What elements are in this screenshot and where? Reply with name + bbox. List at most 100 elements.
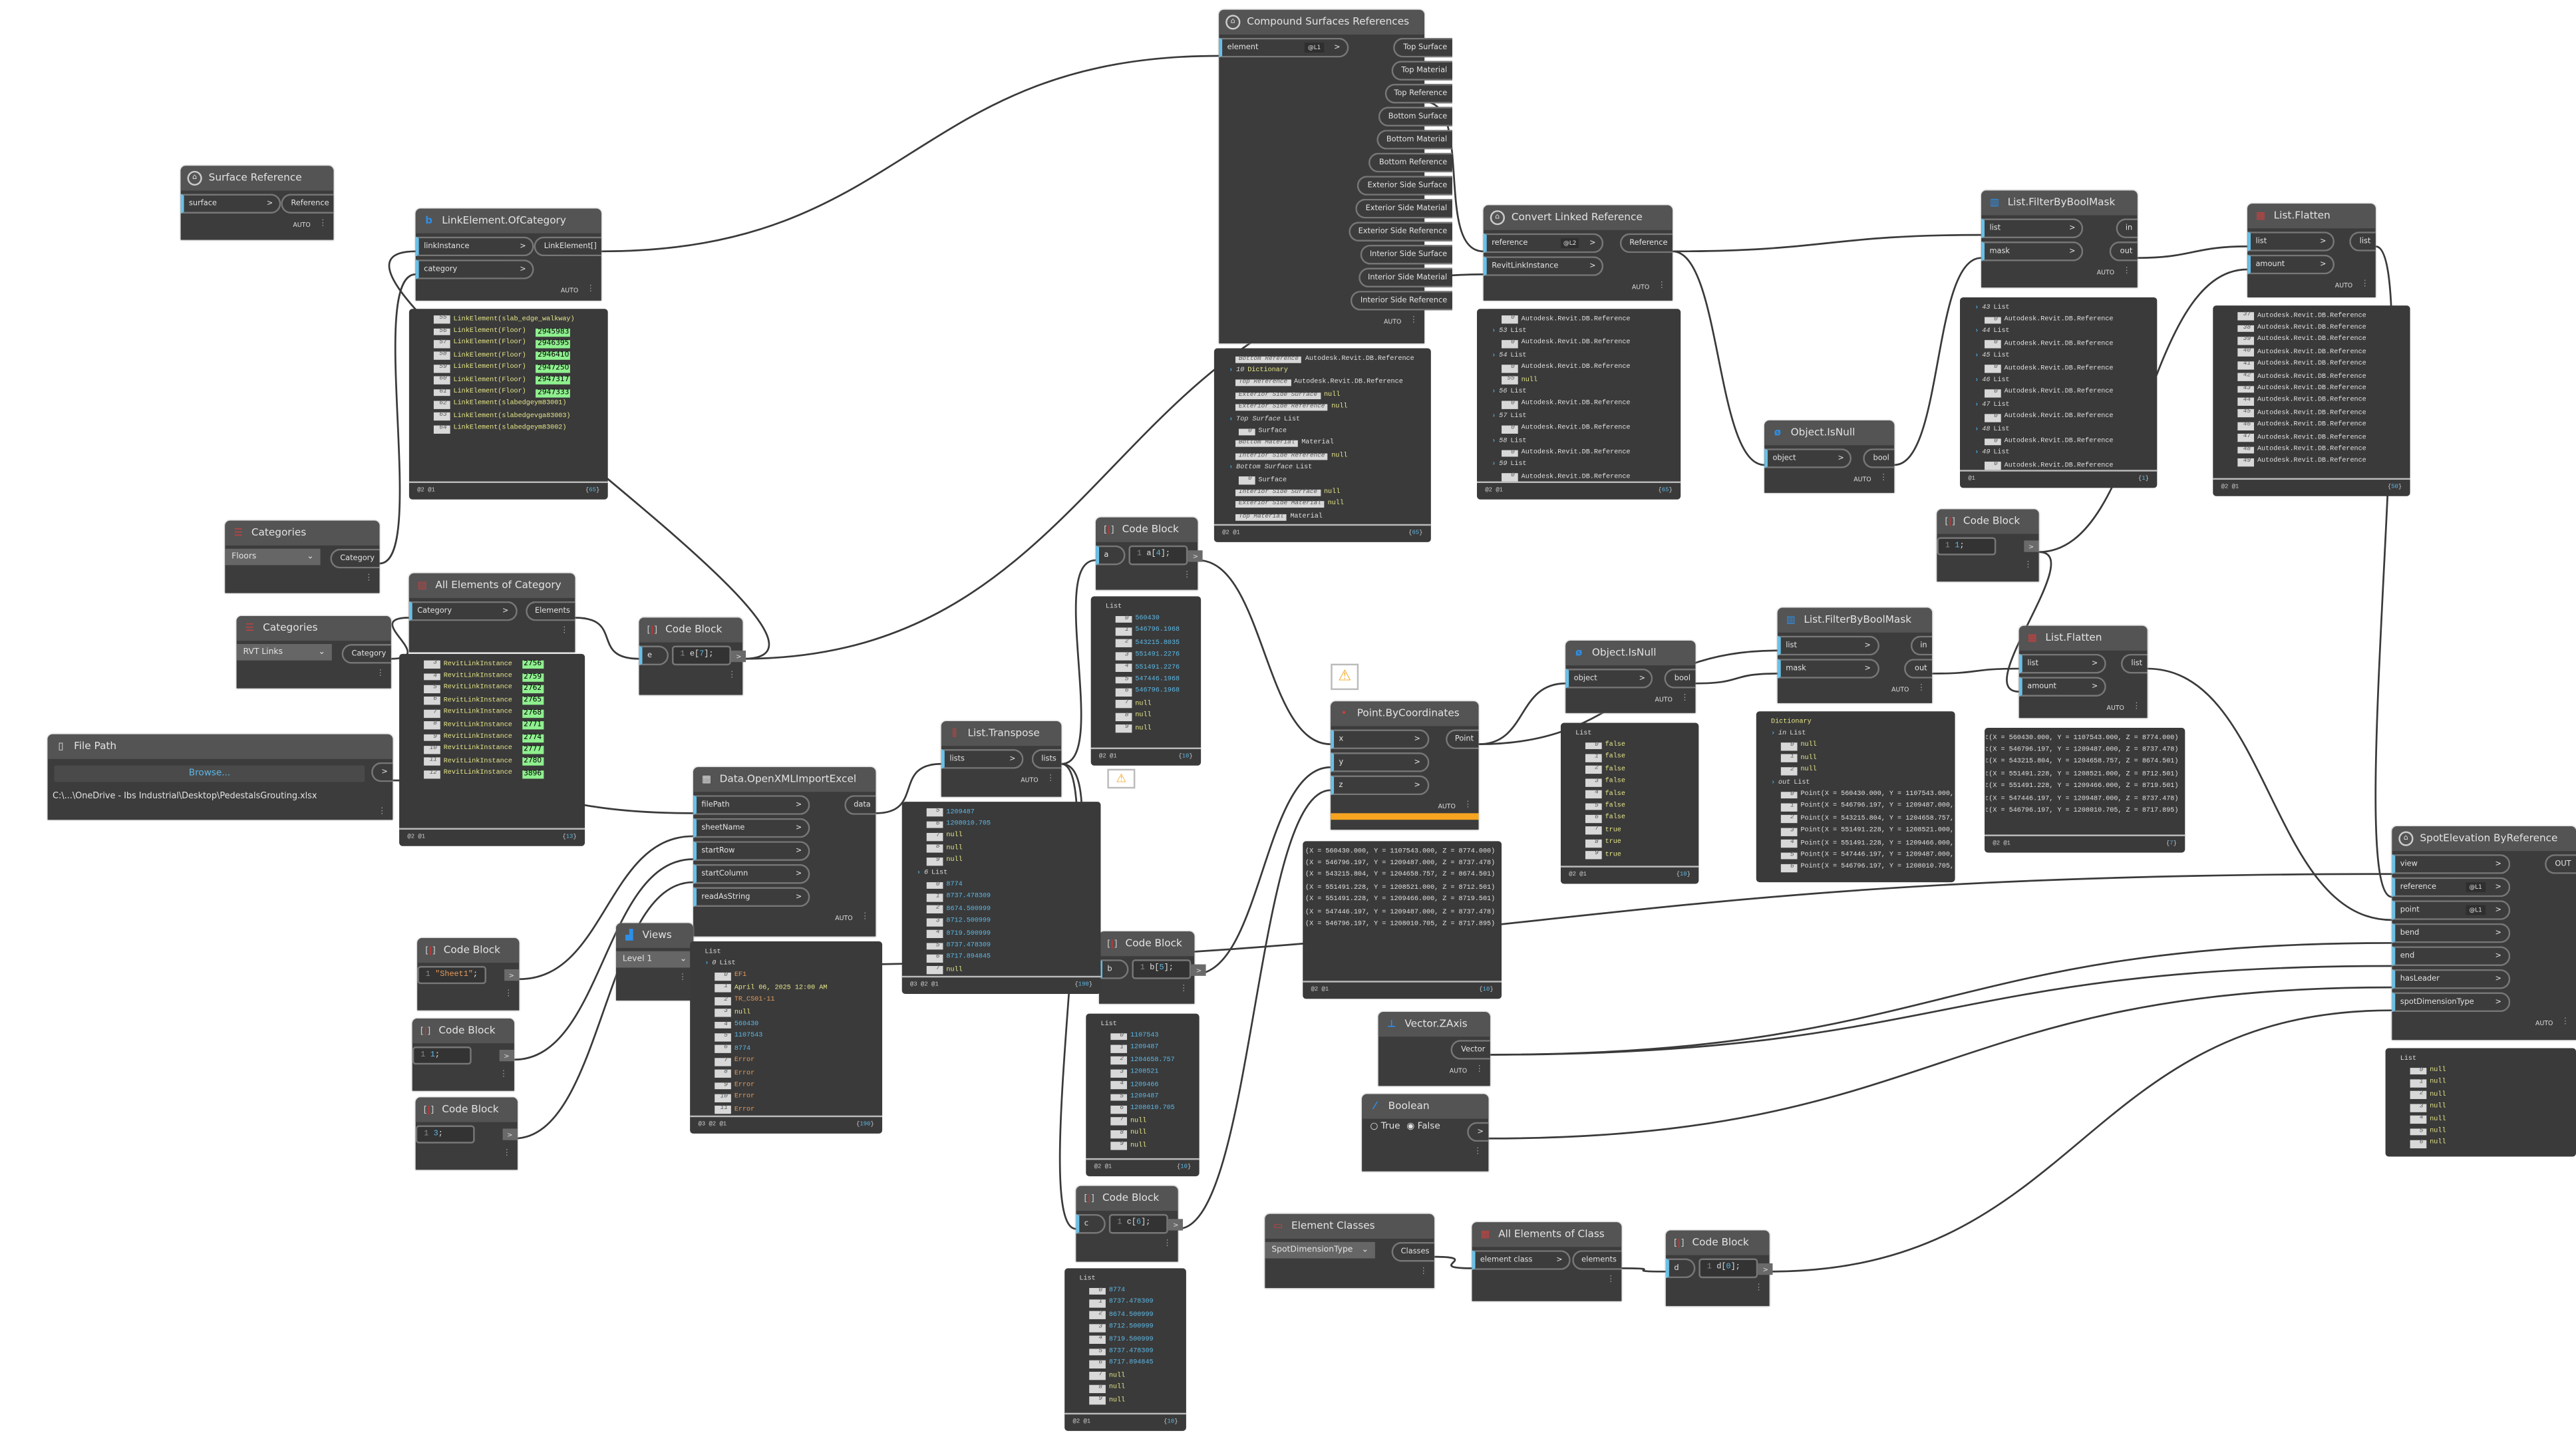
expand-chevron-icon[interactable]: › xyxy=(1229,368,1233,375)
connector-wire[interactable] xyxy=(1058,762,1078,1230)
lacing-level[interactable]: @L1 xyxy=(1304,41,1325,52)
boolean-toggle[interactable]: ○ True◉ False xyxy=(1362,1122,1440,1132)
output-port-bool[interactable]: bool xyxy=(1863,448,1895,468)
expand-chevron-icon[interactable]: › xyxy=(1492,438,1496,445)
node-header[interactable]: ⫼List.Transpose xyxy=(941,721,1062,746)
input-port-y[interactable]: y> xyxy=(1331,752,1429,772)
more-options-icon[interactable]: ⋮ xyxy=(1419,1266,1428,1277)
connector-wire[interactable] xyxy=(1488,986,2392,1140)
connector-wire[interactable] xyxy=(1490,942,2392,1056)
connector-wire[interactable] xyxy=(379,273,416,565)
connector-wire[interactable] xyxy=(514,858,694,1061)
input-port-d[interactable]: d xyxy=(1665,1258,1696,1279)
output-port-reference[interactable]: Reference xyxy=(281,194,334,214)
input-port-mask[interactable]: mask> xyxy=(1777,659,1879,679)
connector-wire[interactable] xyxy=(519,835,694,981)
output-port-interior-side-reference[interactable]: Interior Side Reference xyxy=(1351,291,1452,311)
input-port-list[interactable]: list> xyxy=(2247,232,2334,251)
output-port-bottom-material[interactable]: Bottom Material xyxy=(1376,130,1452,150)
node-header[interactable]: ▟Views xyxy=(616,923,694,948)
input-port-b[interactable]: b xyxy=(1099,959,1129,979)
output-port-out[interactable]: out xyxy=(2110,241,2138,261)
expand-chevron-icon[interactable]: › xyxy=(1975,353,1979,361)
output-port-exterior-side-material[interactable]: Exterior Side Material xyxy=(1355,198,1452,219)
node-header[interactable]: ▭Element Classes xyxy=(1265,1213,1434,1239)
connector-wire[interactable] xyxy=(1198,559,1331,745)
output-port-in[interactable]: in xyxy=(2116,218,2138,239)
more-options-icon[interactable]: ⋮ xyxy=(2132,701,2141,712)
node-boolean[interactable]: ⁄Boolean○ True◉ False>⋮ xyxy=(1362,1094,1489,1172)
radio-false[interactable]: ◉ False xyxy=(1406,1122,1440,1132)
output-port-bool[interactable]: bool xyxy=(1664,669,1696,689)
more-options-icon[interactable]: ⋮ xyxy=(499,1069,508,1080)
output-port-interior-side-surface[interactable]: Interior Side Surface xyxy=(1360,244,1452,265)
element-id[interactable]: 2946410 xyxy=(536,352,571,361)
node-header[interactable]: ▦List.Flatten xyxy=(2018,625,2148,651)
node-header[interactable]: [|]Code Block xyxy=(1076,1186,1178,1211)
connector-wire[interactable] xyxy=(1490,965,2392,1056)
more-options-icon[interactable]: ⋮ xyxy=(1607,1275,1615,1285)
element-id[interactable]: 2762 xyxy=(522,685,544,694)
more-options-icon[interactable]: ⋮ xyxy=(678,972,687,983)
connector-wire[interactable] xyxy=(1061,559,1096,765)
output-port-lists[interactable]: lists xyxy=(1031,749,1062,769)
output-port-category[interactable]: Category xyxy=(330,548,380,569)
output-port-top-surface[interactable]: Top Surface xyxy=(1393,37,1452,58)
connector-wire[interactable] xyxy=(1672,250,1765,466)
element-id[interactable]: 2945983 xyxy=(536,327,571,337)
output-port-classes[interactable]: Classes xyxy=(1390,1241,1434,1262)
more-options-icon[interactable]: ⋮ xyxy=(1182,569,1192,580)
browse-button[interactable]: Browse... xyxy=(54,765,365,782)
node-header[interactable]: ▤All Elements of Category xyxy=(408,573,575,598)
node-header[interactable]: ▦All Elements of Class xyxy=(1472,1222,1622,1247)
element-id[interactable]: 2947333 xyxy=(536,389,571,397)
output-port-bottom-reference[interactable]: Bottom Reference xyxy=(1369,152,1452,173)
node-header[interactable]: ⁄Boolean xyxy=(1362,1094,1489,1119)
output-port[interactable]: > xyxy=(1758,1262,1774,1275)
dropdown-select[interactable]: Level 1⌄ xyxy=(616,951,694,968)
more-options-icon[interactable]: ⋮ xyxy=(319,218,327,229)
input-port-e[interactable]: e xyxy=(639,645,669,666)
output-port-top-reference[interactable]: Top Reference xyxy=(1384,83,1452,104)
expand-chevron-icon[interactable]: › xyxy=(916,870,921,877)
input-port-point[interactable]: point@L1> xyxy=(2392,900,2510,920)
input-port-category[interactable]: Category> xyxy=(408,601,517,621)
more-options-icon[interactable]: ⋮ xyxy=(1657,281,1666,291)
node-header[interactable]: •Point.ByCoordinates xyxy=(1331,701,1479,726)
connector-wire[interactable] xyxy=(1434,1255,1472,1269)
code-editor[interactable]: 1"Sheet1"; xyxy=(417,966,486,985)
output-port[interactable]: > xyxy=(371,762,393,782)
input-port-view[interactable]: view> xyxy=(2392,854,2510,874)
node-header[interactable]: ▦List.Flatten xyxy=(2247,204,2376,229)
expand-chevron-icon[interactable]: › xyxy=(1492,462,1496,469)
more-options-icon[interactable]: ⋮ xyxy=(1409,315,1418,325)
output-port[interactable]: > xyxy=(730,649,746,661)
